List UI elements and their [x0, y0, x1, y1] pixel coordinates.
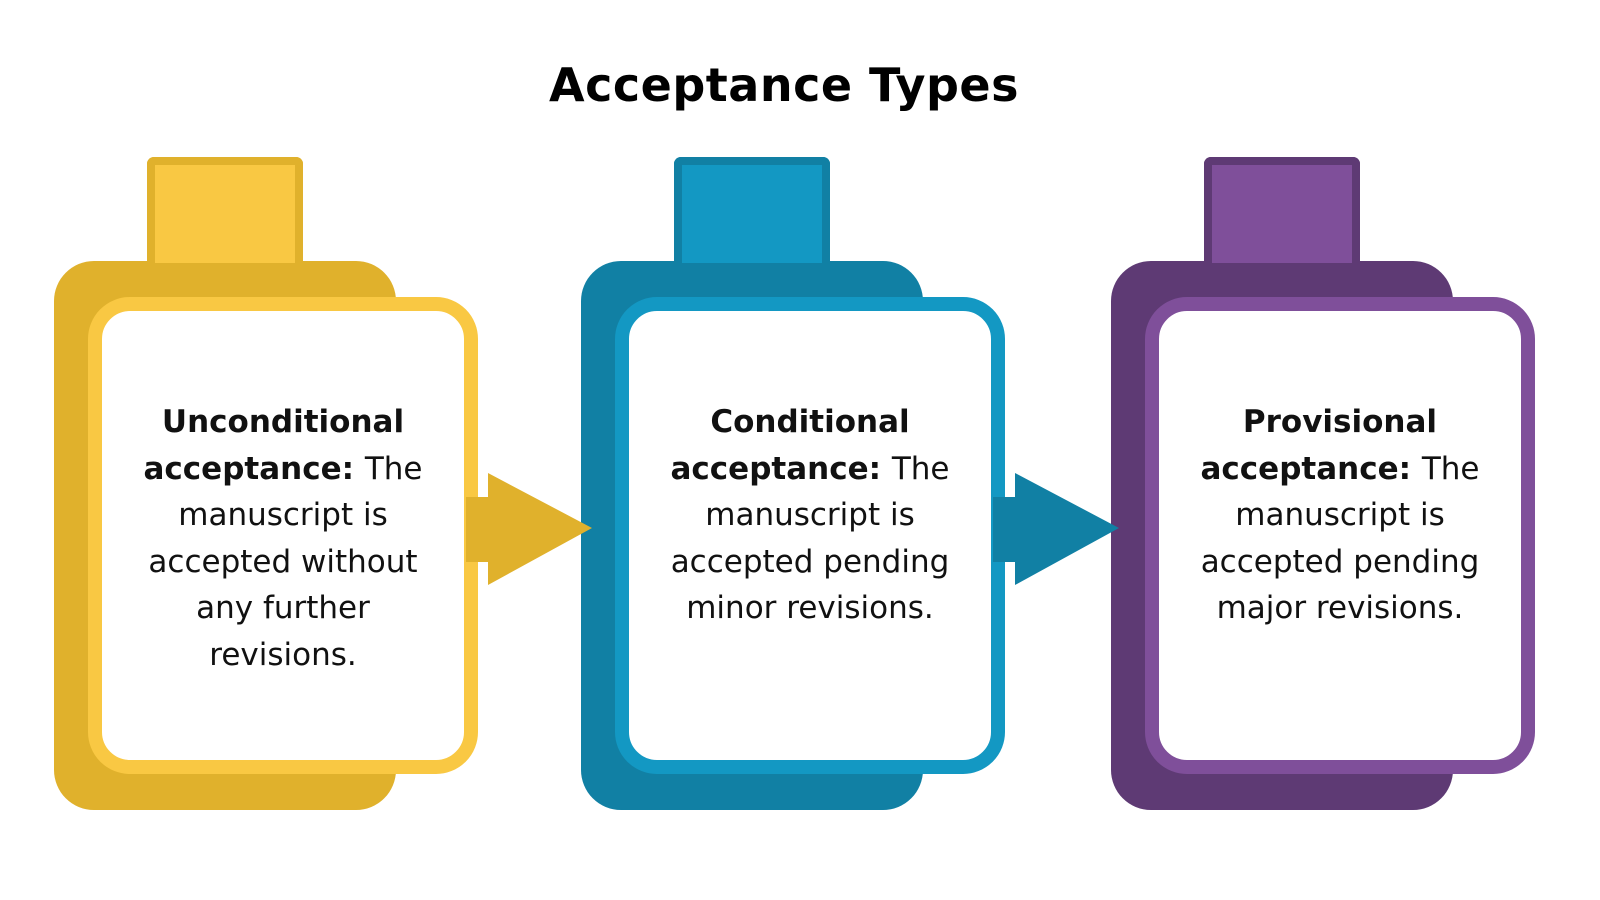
card-body: The manuscript is accepted without any f… [148, 450, 423, 673]
card-heading: Provisional acceptance: [1200, 404, 1438, 487]
card-cap-tab [147, 157, 303, 263]
card-front-panel: Conditional acceptance: The manuscript i… [615, 297, 1005, 774]
arrow-right-icon [466, 473, 592, 585]
page-title: Acceptance Types [549, 58, 1019, 112]
card-heading: Conditional acceptance: [670, 404, 910, 487]
arrow-right-icon [993, 473, 1119, 585]
acceptance-card-conditional: Conditional acceptance: The manuscript i… [581, 0, 1081, 900]
card-heading: Unconditional acceptance: [143, 404, 405, 487]
acceptance-card-provisional: Provisional acceptance: The manuscript i… [1111, 0, 1600, 900]
card-description: Unconditional acceptance: The manuscript… [123, 399, 443, 678]
acceptance-card-unconditional: Unconditional acceptance: The manuscript… [54, 0, 554, 900]
card-cap-tab [1204, 157, 1360, 263]
card-cap-tab [674, 157, 830, 263]
card-body: The manuscript is accepted pending major… [1200, 450, 1480, 627]
card-description: Conditional acceptance: The manuscript i… [650, 399, 970, 632]
card-front-panel: Unconditional acceptance: The manuscript… [88, 297, 478, 774]
card-body: The manuscript is accepted pending minor… [670, 450, 950, 627]
card-description: Provisional acceptance: The manuscript i… [1180, 399, 1500, 632]
card-front-panel: Provisional acceptance: The manuscript i… [1145, 297, 1535, 774]
